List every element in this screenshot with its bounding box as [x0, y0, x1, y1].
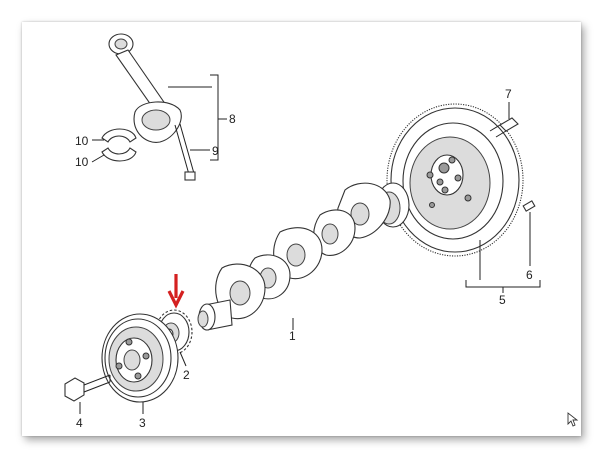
callout-1: 1 — [289, 329, 296, 343]
red-arrow-icon — [167, 274, 185, 309]
callout-6: 6 — [526, 268, 533, 282]
callout-9: 9 — [212, 144, 219, 158]
cursor-icon — [567, 412, 579, 427]
callout-8: 8 — [229, 112, 236, 126]
bearing-shell-upper — [101, 128, 137, 143]
bearing-shell-lower — [101, 147, 137, 162]
leader-lines — [79, 74, 541, 414]
callout-10-lower: 10 — [75, 155, 89, 169]
vibration-damper — [101, 313, 179, 403]
crankshaft-diagram: 1 2 3 4 5 6 7 8 9 10 10 — [64, 33, 579, 430]
callout-2: 2 — [183, 368, 190, 382]
pulley-bolt — [64, 374, 111, 402]
callout-7: 7 — [505, 87, 512, 101]
connecting-rod — [108, 33, 196, 181]
callout-5: 5 — [499, 293, 506, 307]
dowel-pin — [522, 200, 536, 212]
flywheel — [386, 103, 524, 257]
diagram-frame: 1 2 3 4 5 6 7 8 9 10 10 — [22, 22, 581, 436]
flywheel-bolt — [489, 117, 519, 138]
callout-10-upper: 10 — [75, 134, 89, 148]
callout-3: 3 — [139, 416, 146, 430]
crankshaft — [197, 182, 410, 331]
callout-4: 4 — [76, 416, 83, 430]
